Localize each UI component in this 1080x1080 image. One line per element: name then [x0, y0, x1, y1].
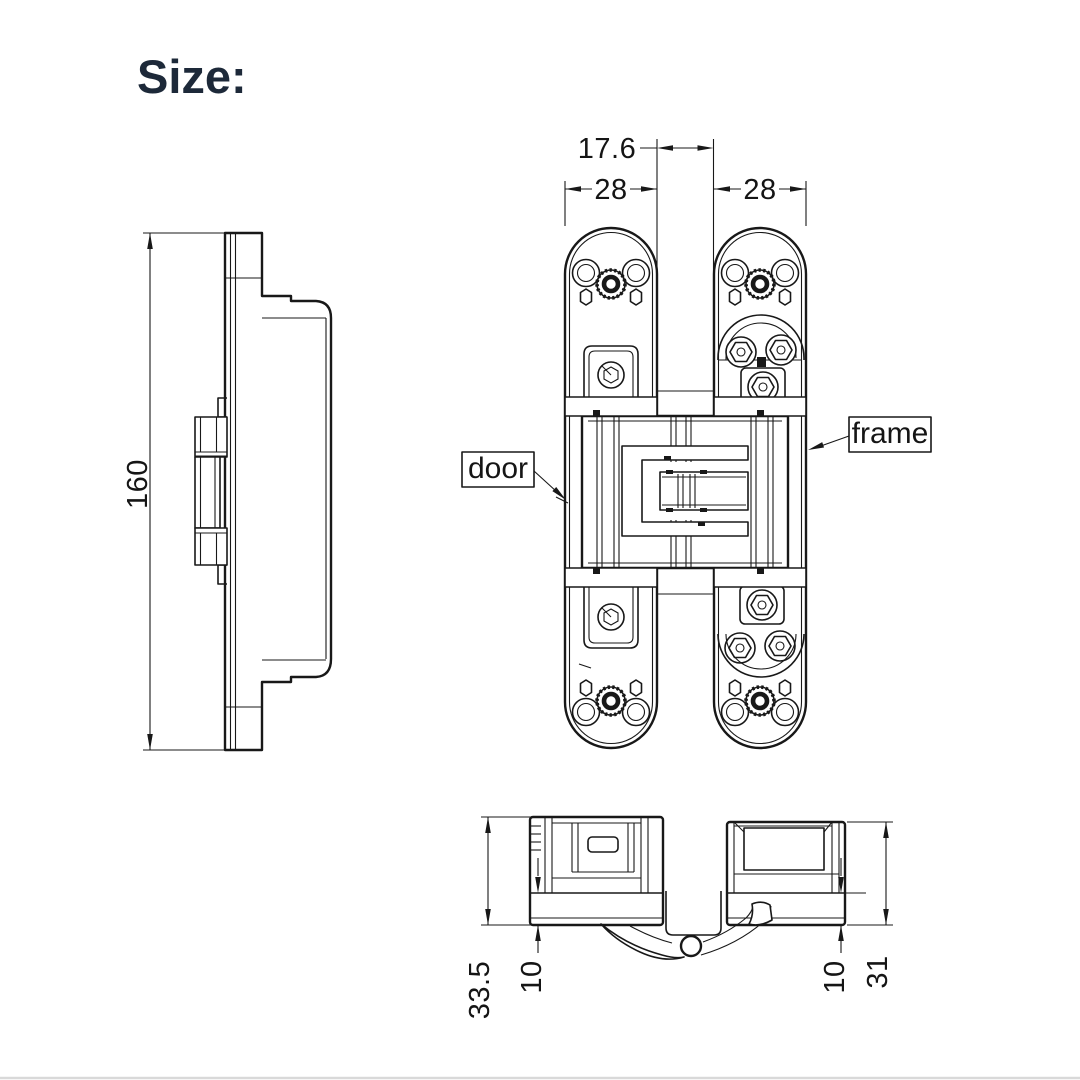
frame-center-bolt-bottom	[746, 589, 778, 621]
detail-ticks	[664, 456, 707, 526]
door-label: door	[461, 451, 566, 500]
frame-bolt-bottom-right	[764, 630, 796, 662]
dim-door-plate-width: 28	[564, 174, 657, 226]
hinge-body	[564, 139, 807, 595]
dim-frame-width-value: 28	[743, 174, 776, 206]
dim-frame-depth-value: 31	[862, 955, 894, 988]
bottom-view: 33.5 10 10 31	[464, 815, 894, 1019]
side-view: 160	[122, 231, 333, 752]
dim-side-height: 160	[122, 232, 226, 751]
side-profile	[194, 231, 333, 752]
dim-door-depth: 33.5	[464, 816, 532, 1019]
dim-door-thickness-value: 10	[516, 960, 548, 993]
dim-frame-plate-thickness: 10	[819, 858, 866, 994]
dim-door-depth-value: 33.5	[464, 961, 496, 1019]
dim-height-value: 160	[122, 459, 154, 509]
pivot-pin	[679, 934, 703, 958]
frame-bolt-top-right	[765, 334, 797, 366]
dim-frame-plate-width: 28	[714, 174, 807, 226]
door-adjust-screw-bottom	[597, 603, 625, 631]
door-label-text: door	[468, 452, 528, 485]
frame-bolt-top-left	[725, 336, 757, 368]
frame-label: frame	[808, 416, 932, 453]
page-title: Size:	[137, 50, 247, 103]
dim-frame-depth: 31	[847, 821, 894, 989]
front-view: 17.6 28 28 door	[461, 133, 932, 750]
frame-label-text: frame	[852, 417, 929, 450]
dim-knuckle-gap: 17.6	[578, 133, 714, 165]
door-block	[528, 815, 665, 927]
door-adjust-screw-top	[597, 361, 625, 389]
pivot-linkage	[600, 891, 773, 960]
frame-block	[725, 820, 847, 927]
frame-bolt-bottom-left	[724, 632, 756, 664]
dim-door-plate-thickness: 10	[516, 858, 548, 994]
dim-frame-thickness-value: 10	[819, 960, 851, 993]
dim-gap-value: 17.6	[578, 133, 636, 165]
dim-door-width-value: 28	[594, 174, 627, 206]
